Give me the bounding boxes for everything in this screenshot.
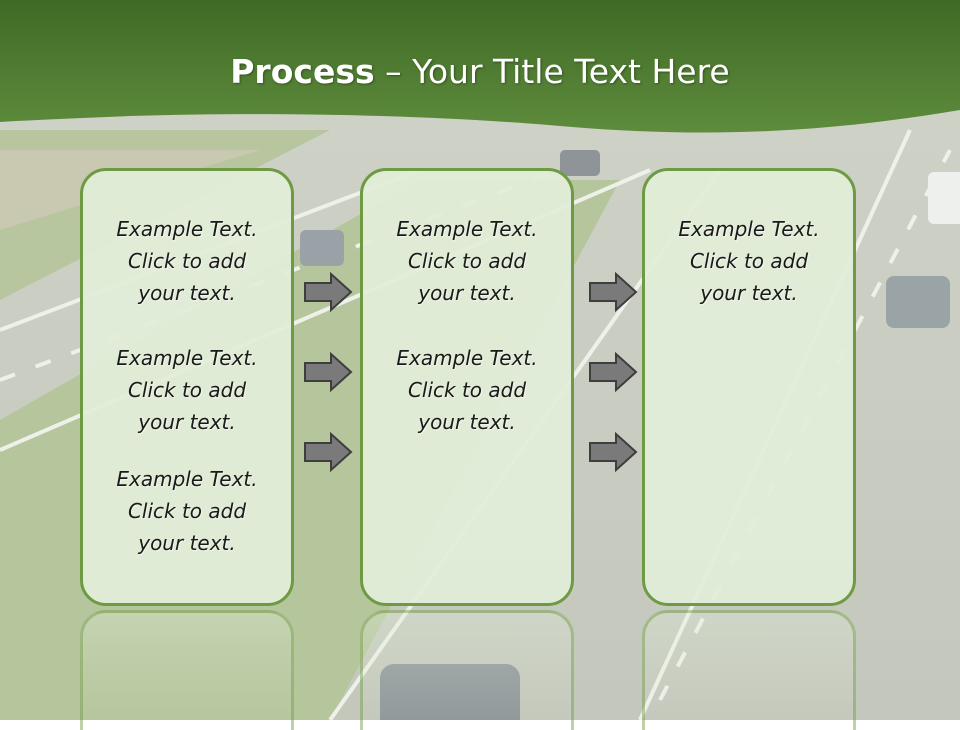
text-placeholder[interactable]: Example Text. Click to add your text. (363, 342, 571, 438)
title-rest: – Your Title Text Here (374, 52, 730, 91)
right-arrow-icon[interactable] (588, 432, 638, 472)
text-line: Example Text. (396, 346, 538, 370)
text-line: Example Text. (678, 217, 820, 241)
title-bold: Process (230, 52, 375, 91)
text-line: your text. (418, 410, 516, 434)
right-arrow-icon[interactable] (303, 432, 353, 472)
text-placeholder[interactable]: Example Text. Click to add your text. (83, 463, 291, 559)
text-line: your text. (700, 281, 798, 305)
box-reflection (80, 610, 294, 730)
box-reflection (642, 610, 856, 730)
right-arrow-icon[interactable] (588, 272, 638, 312)
text-placeholder[interactable]: Example Text. Click to add your text. (83, 213, 291, 309)
right-arrow-icon[interactable] (588, 352, 638, 392)
text-line: Example Text. (116, 217, 258, 241)
text-line: Click to add (689, 249, 809, 273)
process-box-1[interactable]: Example Text. Click to add your text. Ex… (80, 168, 294, 606)
text-line: Example Text. (116, 467, 258, 491)
text-placeholder[interactable]: Example Text. Click to add your text. (83, 342, 291, 438)
right-arrow-icon[interactable] (303, 352, 353, 392)
text-placeholder[interactable]: Example Text. Click to add your text. (645, 213, 853, 309)
box-reflection (360, 610, 574, 730)
text-line: your text. (138, 531, 236, 555)
text-line: Click to add (127, 378, 247, 402)
text-line: Click to add (407, 249, 527, 273)
text-placeholder[interactable]: Example Text. Click to add your text. (363, 213, 571, 309)
process-box-2[interactable]: Example Text. Click to add your text. Ex… (360, 168, 574, 606)
text-line: your text. (418, 281, 516, 305)
right-arrow-icon[interactable] (303, 272, 353, 312)
text-line: Example Text. (396, 217, 538, 241)
text-line: Click to add (127, 499, 247, 523)
text-line: Example Text. (116, 346, 258, 370)
text-line: your text. (138, 410, 236, 434)
process-box-3[interactable]: Example Text. Click to add your text. (642, 168, 856, 606)
text-line: your text. (138, 281, 236, 305)
text-line: Click to add (127, 249, 247, 273)
text-line: Click to add (407, 378, 527, 402)
slide-title[interactable]: Process – Your Title Text Here (0, 52, 960, 91)
